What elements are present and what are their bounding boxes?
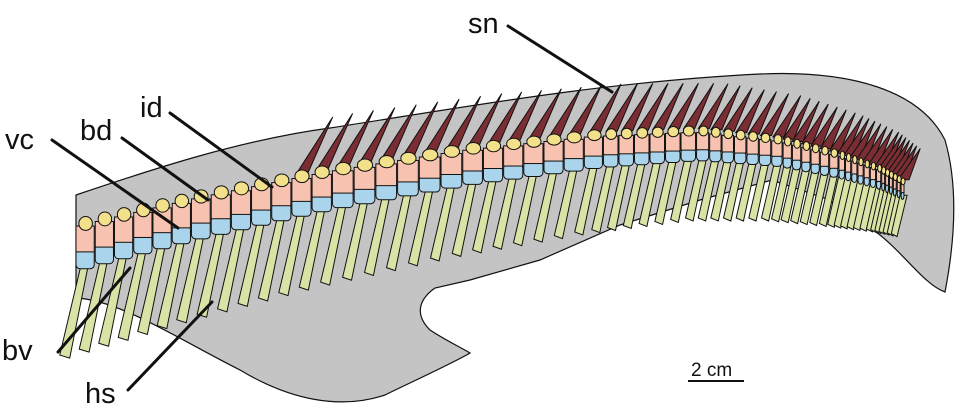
basidorsal — [79, 216, 92, 230]
basidorsal — [357, 159, 372, 171]
basidorsal — [156, 199, 169, 212]
basidorsal — [214, 186, 228, 199]
basidorsal — [712, 127, 721, 137]
basidorsal — [637, 128, 648, 138]
basidorsal — [234, 182, 248, 195]
basidorsal — [567, 132, 581, 143]
basidorsal — [668, 127, 679, 137]
basidorsal — [901, 178, 905, 185]
basidorsal — [846, 153, 850, 161]
basidorsal — [683, 126, 694, 136]
sn-leader-line — [508, 26, 612, 92]
basidorsal — [859, 158, 863, 166]
basidorsal — [423, 149, 438, 161]
basidorsal — [785, 137, 792, 146]
basidorsal — [401, 152, 416, 164]
label-vc: vc — [5, 124, 34, 156]
basidorsal — [621, 128, 632, 139]
basidorsal — [466, 142, 480, 154]
basidorsal — [527, 136, 541, 147]
label-bd: bd — [80, 115, 112, 147]
basidorsal — [774, 135, 782, 144]
scale-bar-label: 2 cm — [691, 360, 732, 381]
basidorsal — [98, 212, 111, 226]
label-hs: hs — [85, 378, 116, 410]
basidorsal — [878, 165, 882, 173]
basidorsal — [295, 170, 309, 183]
basidorsal — [761, 133, 770, 142]
basidorsal — [315, 166, 329, 178]
basidorsal — [724, 129, 733, 139]
basidorsal — [822, 146, 829, 155]
label-sn: sn — [468, 8, 499, 40]
basidorsal — [486, 140, 500, 151]
label-id: id — [140, 92, 163, 124]
basidorsal — [444, 146, 459, 158]
basidorsal — [803, 142, 810, 151]
basidorsal — [547, 134, 561, 145]
basidorsal — [117, 208, 130, 222]
basidorsal — [736, 130, 745, 140]
basidorsal — [871, 162, 875, 170]
basidorsal — [812, 144, 819, 153]
basidorsal — [336, 162, 351, 174]
label-bv: bv — [2, 335, 33, 367]
basidorsal — [853, 156, 857, 164]
basidorsal — [275, 174, 289, 187]
basidorsal — [588, 130, 601, 141]
basidorsal — [652, 127, 663, 137]
basidorsal — [831, 149, 838, 157]
basidorsal — [749, 132, 758, 141]
basidorsal — [840, 151, 845, 159]
basidorsal — [507, 138, 521, 149]
basidorsal — [794, 139, 801, 148]
basidorsal — [379, 156, 394, 168]
basidorsal — [175, 194, 188, 207]
basidorsal — [865, 160, 869, 168]
basidorsal — [699, 126, 708, 136]
basidorsal — [606, 129, 617, 140]
